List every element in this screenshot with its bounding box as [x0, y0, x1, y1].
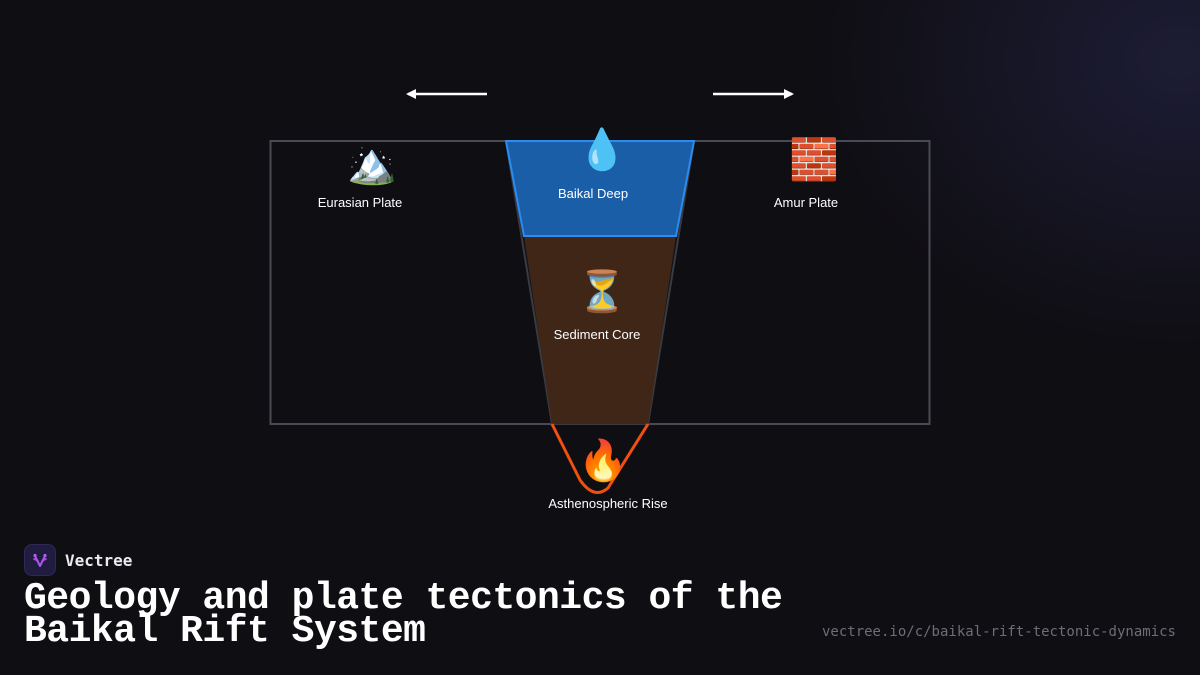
sediment-layer [524, 236, 676, 424]
label-eurasian-plate: Eurasian Plate [317, 195, 403, 210]
label-asthenospheric-rise: Asthenospheric Rise [548, 496, 668, 511]
asthenosphere-plume [550, 423, 650, 494]
brand-name: Vectree [65, 550, 133, 570]
label-baikal-deep: Baikal Deep [557, 186, 629, 201]
brick-icon: 🧱 [789, 137, 839, 183]
hourglass-icon: ⏳ [577, 269, 627, 315]
water-drop-icon: 💧 [577, 127, 627, 173]
page-title: Geology and plate tectonics of the Baika… [24, 577, 783, 653]
label-sediment-core: Sediment Core [553, 327, 641, 342]
lake-water [504, 140, 696, 237]
fire-icon: 🔥 [578, 438, 628, 484]
mountain-icon: 🏔️ [347, 141, 397, 187]
source-url[interactable]: vectree.io/c/baikal-rift-tectonic-dynami… [821, 624, 1176, 640]
label-amur-plate: Amur Plate [773, 195, 839, 210]
vectree-logo-icon [24, 544, 56, 576]
brand: Vectree [24, 544, 132, 576]
